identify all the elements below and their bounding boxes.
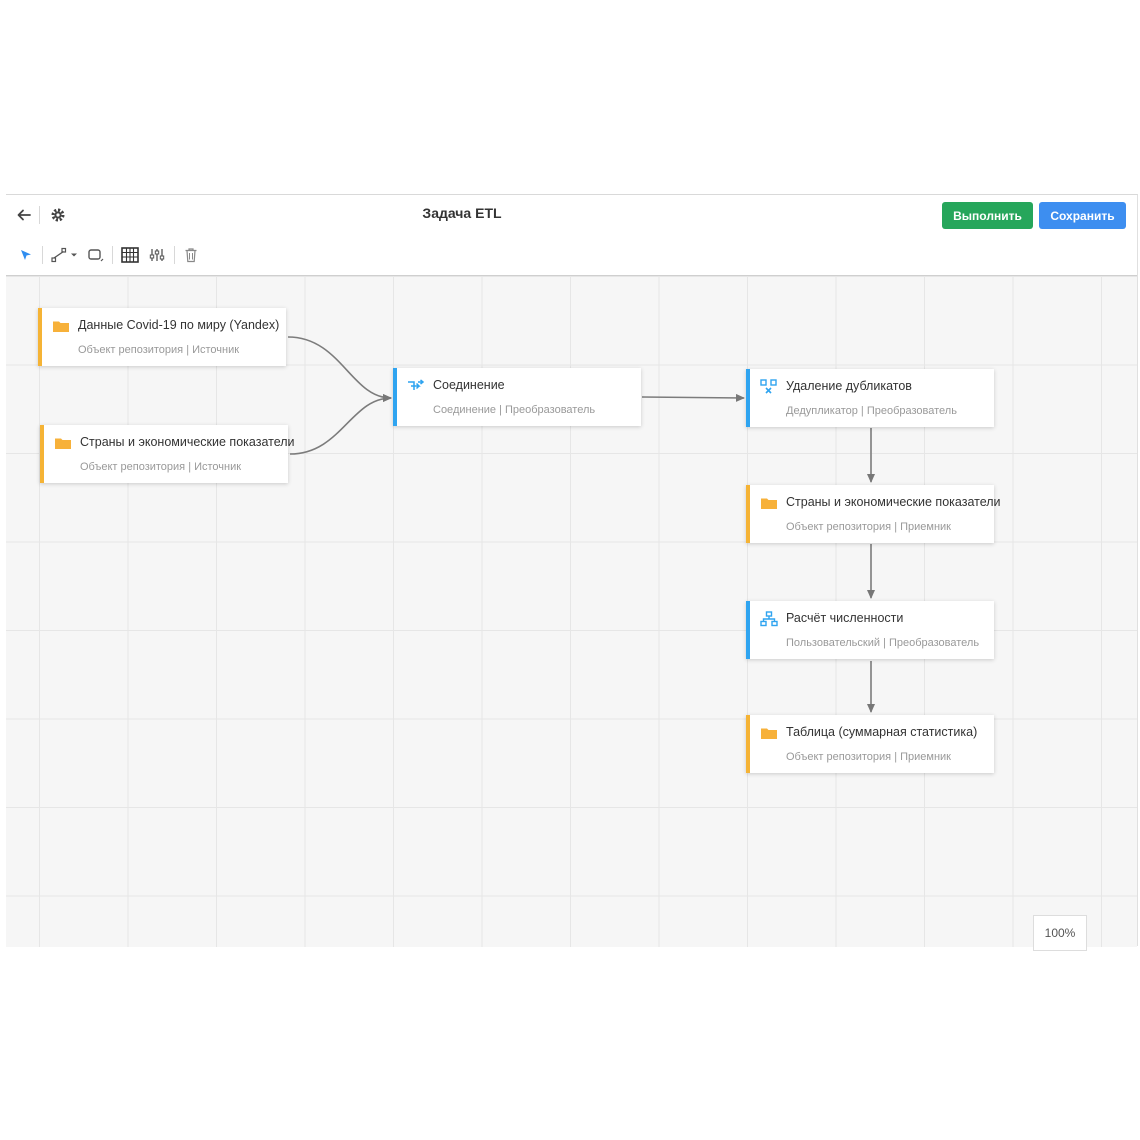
trash-icon[interactable] (179, 243, 203, 267)
node-subtitle: Дедупликатор | Преобразователь (786, 405, 957, 417)
editor-toolbar (6, 235, 1137, 276)
toolbar-divider (42, 246, 43, 264)
save-button[interactable]: Сохранить (1039, 202, 1126, 229)
node-title: Страны и экономические показатели (80, 435, 295, 449)
diagram-canvas[interactable]: Данные Covid-19 по миру (Yandex) Объект … (6, 276, 1137, 951)
toolbar-divider (112, 246, 113, 264)
node-join[interactable]: Соединение Соединение | Преобразователь (393, 368, 641, 426)
folder-icon (52, 318, 70, 334)
node-countries-source[interactable]: Страны и экономические показатели Объект… (40, 425, 295, 483)
node-title: Расчёт численности (786, 611, 904, 625)
node-deduplicate[interactable]: Удаление дубликатов Дедупликатор | Преоб… (746, 369, 994, 427)
node-subtitle: Объект репозитория | Приемник (786, 751, 951, 763)
node-title: Удаление дубликатов (786, 379, 912, 393)
node-subtitle: Соединение | Преобразователь (433, 404, 596, 416)
node-subtitle: Объект репозитория | Источник (80, 461, 242, 473)
node-title: Страны и экономические показатели (786, 495, 1001, 509)
page-title: Задача ETL (422, 205, 502, 221)
deduplicate-icon (760, 379, 778, 395)
back-arrow-icon[interactable] (12, 203, 36, 227)
node-summary-table[interactable]: Таблица (суммарная статистика) Объект ре… (746, 715, 994, 773)
grid-icon[interactable] (118, 243, 142, 267)
node-subtitle: Пользовательский | Преобразователь (786, 637, 980, 649)
node-population-calc[interactable]: Расчёт численности Пользовательский | Пр… (746, 601, 994, 659)
zoom-level-indicator[interactable]: 100% (1033, 915, 1087, 951)
node-title: Соединение (433, 378, 505, 392)
node-covid-source[interactable]: Данные Covid-19 по миру (Yandex) Объект … (38, 308, 286, 366)
join-icon (407, 378, 425, 394)
edge-covid-to-join (287, 336, 392, 402)
settings-sliders-icon[interactable] (145, 243, 169, 267)
chevron-down-icon[interactable] (68, 243, 80, 267)
header-divider (39, 206, 40, 224)
folder-icon (760, 725, 778, 741)
header-bar: Задача ETL Выполнить Сохранить (6, 195, 1137, 235)
connector-icon[interactable] (48, 243, 72, 267)
edge-join-to-dedup (641, 393, 745, 402)
toolbar-divider (174, 246, 175, 264)
folder-icon (760, 495, 778, 511)
edge-countries-to-join (289, 394, 392, 455)
gear-icon[interactable] (46, 203, 70, 227)
node-countries-target[interactable]: Страны и экономические показатели Объект… (746, 485, 1001, 543)
etl-editor-window: Задача ETL Выполнить Сохранить (6, 194, 1138, 951)
hierarchy-icon (760, 611, 778, 627)
node-title: Данные Covid-19 по миру (Yandex) (78, 318, 280, 332)
select-pointer-icon[interactable] (14, 243, 38, 267)
folder-icon (54, 435, 72, 451)
run-button[interactable]: Выполнить (942, 202, 1033, 229)
node-subtitle: Объект репозитория | Приемник (786, 521, 951, 533)
node-subtitle: Объект репозитория | Источник (78, 344, 240, 356)
shape-icon[interactable] (84, 243, 108, 267)
node-title: Таблица (суммарная статистика) (786, 725, 978, 739)
